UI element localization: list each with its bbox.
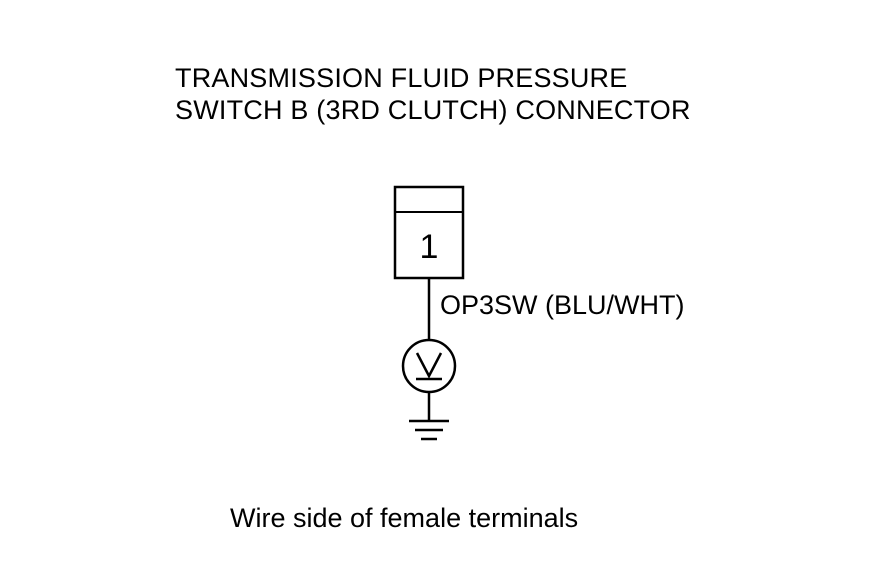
- wire-label: OP3SW (BLU/WHT): [440, 290, 685, 320]
- connector-housing: 1: [393, 185, 465, 280]
- diagram-title-line-2: SWITCH B (3RD CLUTCH) CONNECTOR: [175, 95, 691, 125]
- diagram-title-line-1: TRANSMISSION FLUID PRESSURE: [175, 63, 628, 93]
- diagram-caption: Wire side of female terminals: [230, 503, 579, 533]
- terminal-number: 1: [420, 228, 439, 266]
- voltmeter-icon: [401, 338, 457, 394]
- diagram-title: TRANSMISSION FLUID PRESSURE SWITCH B (3R…: [175, 62, 691, 126]
- ground-icon: [409, 419, 449, 441]
